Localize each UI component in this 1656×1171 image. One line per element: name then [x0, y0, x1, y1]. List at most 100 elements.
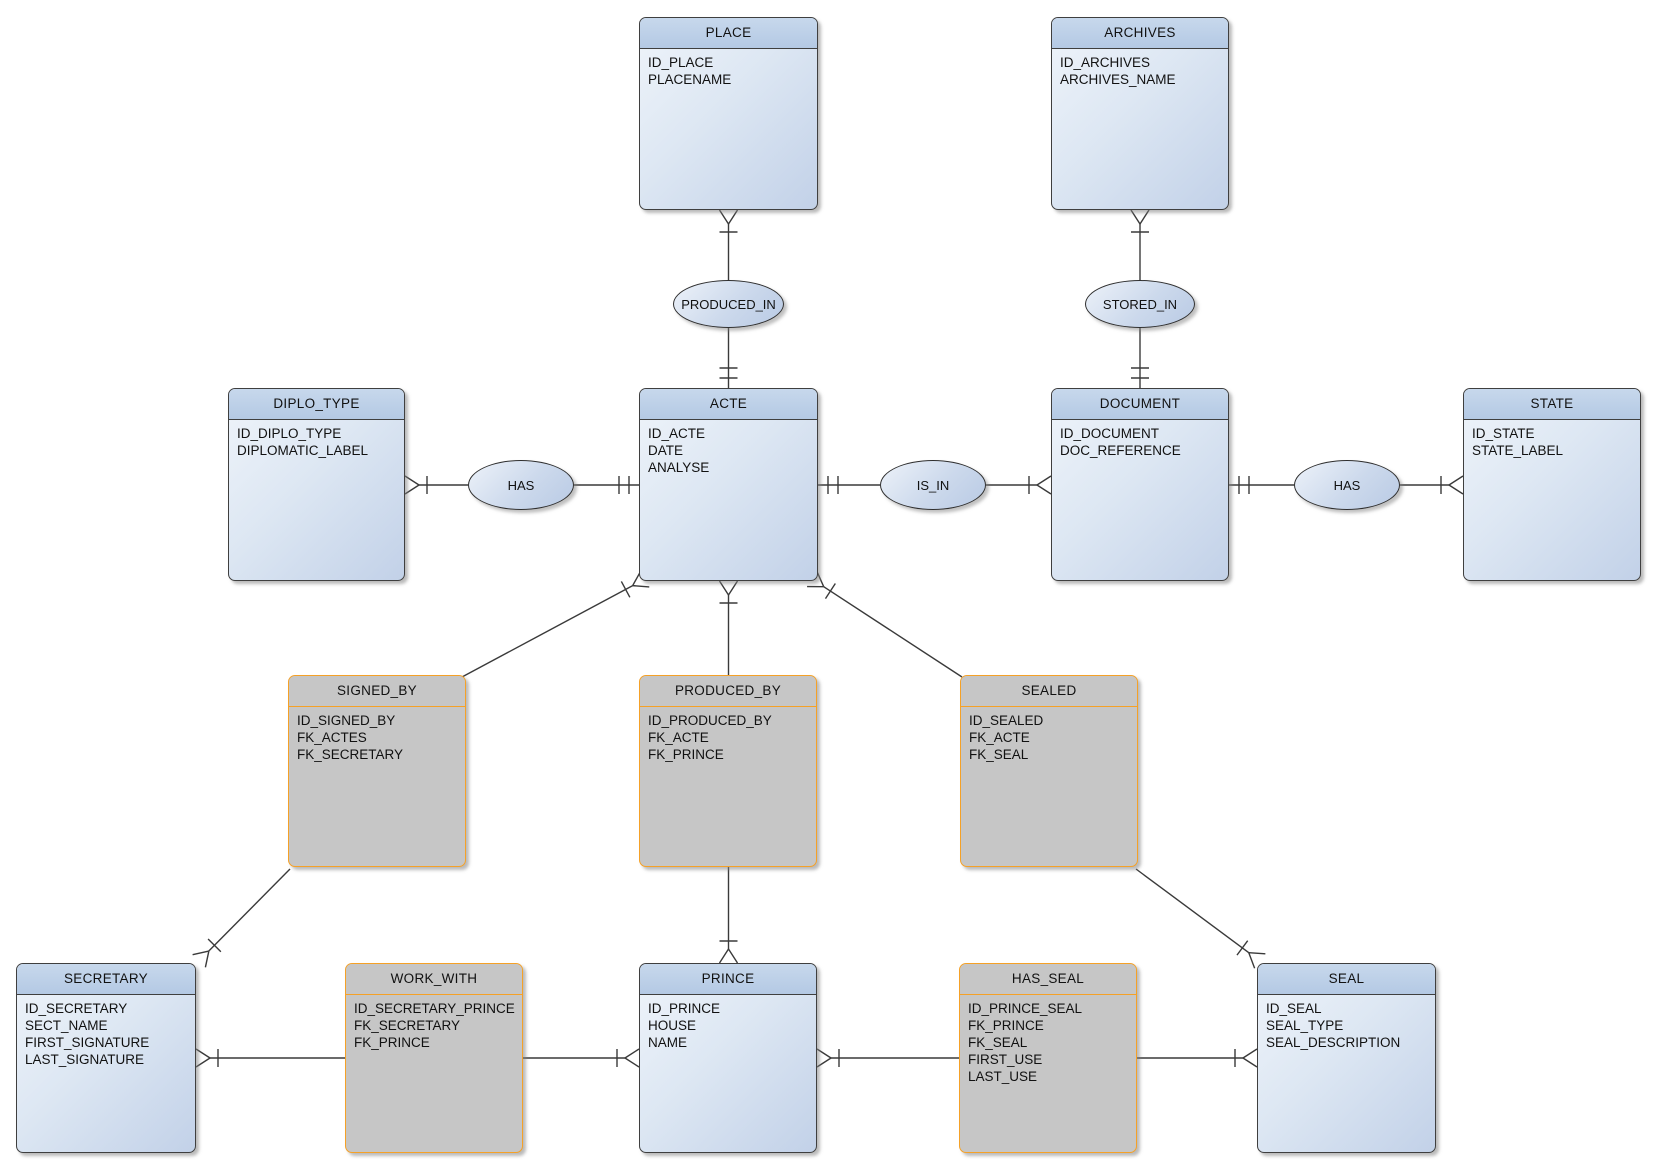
association-attributes: ID_SECRETARY_PRINCE FK_SECRETARY FK_PRIN… [346, 995, 522, 1056]
connector-secretary-work-with [195, 1048, 345, 1068]
attribute: SEAL_DESCRIPTION [1266, 1035, 1401, 1050]
entity-attributes: ID_DOCUMENT DOC_REFERENCE [1052, 420, 1228, 464]
attribute: FK_PRINCE [648, 747, 724, 762]
attribute: FK_PRINCE [968, 1018, 1044, 1033]
relationship-label: HAS [507, 477, 535, 493]
attribute: LAST_USE [968, 1069, 1038, 1084]
attribute: STATE_LABEL [1472, 443, 1564, 458]
attribute: ARCHIVES_NAME [1060, 72, 1176, 87]
attribute: FIRST_USE [968, 1052, 1043, 1067]
entity-attributes: ID_STATE STATE_LABEL [1464, 420, 1640, 464]
connector-work-with-prince [523, 1048, 640, 1068]
attribute: ID_SECRETARY [25, 1001, 128, 1016]
association-title: PRODUCED_BY [640, 676, 816, 707]
connector-acte-signed-by [461, 570, 650, 678]
relationship-has-state[interactable]: HAS [1294, 460, 1400, 510]
connector-place-produced-in [718, 209, 739, 280]
entity-title: DIPLO_TYPE [229, 389, 404, 420]
attribute: ID_SIGNED_BY [297, 713, 396, 728]
attribute: FK_SEAL [969, 747, 1029, 762]
entity-seal[interactable]: SEAL ID_SEAL SEAL_TYPE SEAL_DESCRIPTION [1257, 963, 1436, 1153]
attribute: FK_SECRETARY [297, 747, 404, 762]
attribute: SEAL_TYPE [1266, 1018, 1344, 1033]
connector-has-acte [574, 476, 639, 494]
entity-attributes: ID_ARCHIVES ARCHIVES_NAME [1052, 49, 1228, 93]
entity-title: PRINCE [640, 964, 816, 995]
attribute: FK_PRINCE [354, 1035, 430, 1050]
relationship-produced-in[interactable]: PRODUCED_IN [673, 280, 784, 328]
association-signed-by[interactable]: SIGNED_BY ID_SIGNED_BY FK_ACTES FK_SECRE… [288, 675, 466, 867]
attribute: FK_SEAL [968, 1035, 1028, 1050]
attribute: ID_DIPLO_TYPE [237, 426, 342, 441]
attribute: ID_PRINCE_SEAL [968, 1001, 1083, 1016]
connector-sealed-seal [1135, 868, 1266, 969]
entity-acte[interactable]: ACTE ID_ACTE DATE ANALYSE [639, 388, 818, 581]
attribute: DATE [648, 443, 684, 458]
connector-signed-by-secretary [192, 868, 291, 968]
association-attributes: ID_PRODUCED_BY FK_ACTE FK_PRINCE [640, 707, 816, 768]
entity-archives[interactable]: ARCHIVES ID_ARCHIVES ARCHIVES_NAME [1051, 17, 1229, 210]
connector-produced-by-prince [718, 867, 739, 964]
relationship-label: IS_IN [916, 477, 950, 493]
attribute: ID_DOCUMENT [1060, 426, 1160, 441]
association-title: SEALED [961, 676, 1137, 707]
connector-acte-sealed [807, 571, 963, 678]
entity-attributes: ID_SEAL SEAL_TYPE SEAL_DESCRIPTION [1258, 995, 1435, 1056]
entity-secretary[interactable]: SECRETARY ID_SECRETARY SECT_NAME FIRST_S… [16, 963, 196, 1153]
attribute: ID_ARCHIVES [1060, 55, 1151, 70]
entity-place[interactable]: PLACE ID_PLACE PLACENAME [639, 17, 818, 210]
association-title: HAS_SEAL [960, 964, 1136, 995]
relationship-label: STORED_IN [1102, 296, 1178, 312]
entity-state[interactable]: STATE ID_STATE STATE_LABEL [1463, 388, 1641, 581]
attribute: FK_ACTE [648, 730, 709, 745]
connector-stored-in-document [1131, 328, 1149, 388]
connector-acte-is-in [818, 476, 880, 494]
connector-has-state [1400, 475, 1464, 495]
entity-title: SEAL [1258, 964, 1435, 995]
attribute: LAST_SIGNATURE [25, 1052, 145, 1067]
association-attributes: ID_SIGNED_BY FK_ACTES FK_SECRETARY [289, 707, 465, 768]
entity-document[interactable]: DOCUMENT ID_DOCUMENT DOC_REFERENCE [1051, 388, 1229, 581]
attribute: NAME [648, 1035, 688, 1050]
connector-acte-produced-by [718, 580, 739, 675]
association-sealed[interactable]: SEALED ID_SEALED FK_ACTE FK_SEAL [960, 675, 1138, 867]
connector-document-has [1229, 476, 1294, 494]
attribute: ID_ACTE [648, 426, 706, 441]
attribute: FIRST_SIGNATURE [25, 1035, 150, 1050]
entity-title: PLACE [640, 18, 817, 49]
entity-attributes: ID_DIPLO_TYPE DIPLOMATIC_LABEL [229, 420, 404, 464]
attribute: ID_PRINCE [648, 1001, 721, 1016]
entity-diplo-type[interactable]: DIPLO_TYPE ID_DIPLO_TYPE DIPLOMATIC_LABE… [228, 388, 405, 581]
attribute: ID_SECRETARY_PRINCE [354, 1001, 515, 1016]
entity-title: SECRETARY [17, 964, 195, 995]
attribute: ID_PLACE [648, 55, 714, 70]
attribute: SECT_NAME [25, 1018, 108, 1033]
association-attributes: ID_SEALED FK_ACTE FK_SEAL [961, 707, 1137, 768]
entity-attributes: ID_SECRETARY SECT_NAME FIRST_SIGNATURE L… [17, 995, 195, 1073]
attribute: DOC_REFERENCE [1060, 443, 1181, 458]
connector-prince-has-seal [816, 1048, 959, 1068]
attribute: PLACENAME [648, 72, 732, 87]
entity-prince[interactable]: PRINCE ID_PRINCE HOUSE NAME [639, 963, 817, 1153]
connector-archives-stored-in [1130, 209, 1150, 280]
relationship-label: PRODUCED_IN [681, 296, 776, 312]
attribute: ID_PRODUCED_BY [648, 713, 772, 728]
connector-diplo-type-has [404, 475, 468, 495]
association-has-seal[interactable]: HAS_SEAL ID_PRINCE_SEAL FK_PRINCE FK_SEA… [959, 963, 1137, 1153]
attribute: ANALYSE [648, 460, 710, 475]
association-produced-by[interactable]: PRODUCED_BY ID_PRODUCED_BY FK_ACTE FK_PR… [639, 675, 817, 867]
connector-has-seal-seal [1137, 1048, 1258, 1068]
attribute: HOUSE [648, 1018, 697, 1033]
relationship-stored-in[interactable]: STORED_IN [1085, 280, 1195, 328]
attribute: ID_SEALED [969, 713, 1044, 728]
entity-attributes: ID_PRINCE HOUSE NAME [640, 995, 816, 1056]
association-work-with[interactable]: WORK_WITH ID_SECRETARY_PRINCE FK_SECRETA… [345, 963, 523, 1153]
relationship-is-in[interactable]: IS_IN [880, 460, 986, 510]
association-title: WORK_WITH [346, 964, 522, 995]
attribute: FK_ACTES [297, 730, 367, 745]
entity-title: STATE [1464, 389, 1640, 420]
connector-produced-in-acte [719, 328, 738, 388]
relationship-has-diplo-type[interactable]: HAS [468, 460, 574, 510]
